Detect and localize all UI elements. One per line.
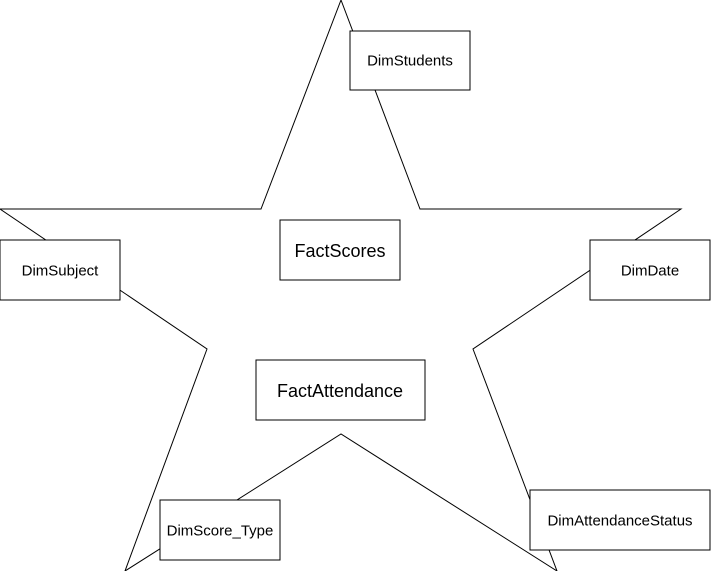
entity-dim-students-box [349,30,471,91]
entity-fact-attendance-label: FactAttendance [277,381,403,401]
entity-dim-date-box [589,239,711,301]
entity-dim-attendance-status-box [529,489,711,551]
entity-dim-date[interactable]: DimDate [589,239,711,301]
entity-dim-score-type[interactable]: DimScore_Type [159,499,281,561]
entity-dim-score-type-label: DimScore_Type [167,523,274,540]
entity-fact-attendance-box [255,359,426,421]
entity-dim-score-type-box [159,499,281,561]
entity-fact-attendance[interactable]: FactAttendance [255,359,426,421]
entity-dim-subject[interactable]: DimSubject [0,239,121,301]
entity-dim-attendance-status-label: DimAttendanceStatus [547,513,692,530]
entity-fact-scores-box [279,219,401,281]
entity-fact-scores[interactable]: FactScores [279,219,401,281]
entity-dim-attendance-status[interactable]: DimAttendanceStatus [529,489,711,551]
entity-fact-scores-label: FactScores [294,241,385,261]
entity-dim-students[interactable]: DimStudents [349,30,471,91]
entity-dim-students-label: DimStudents [367,53,453,70]
entity-dim-subject-box [0,239,121,301]
entity-dim-subject-label: DimSubject [22,263,100,280]
entity-dim-date-label: DimDate [621,263,679,280]
star-outline [0,0,683,571]
